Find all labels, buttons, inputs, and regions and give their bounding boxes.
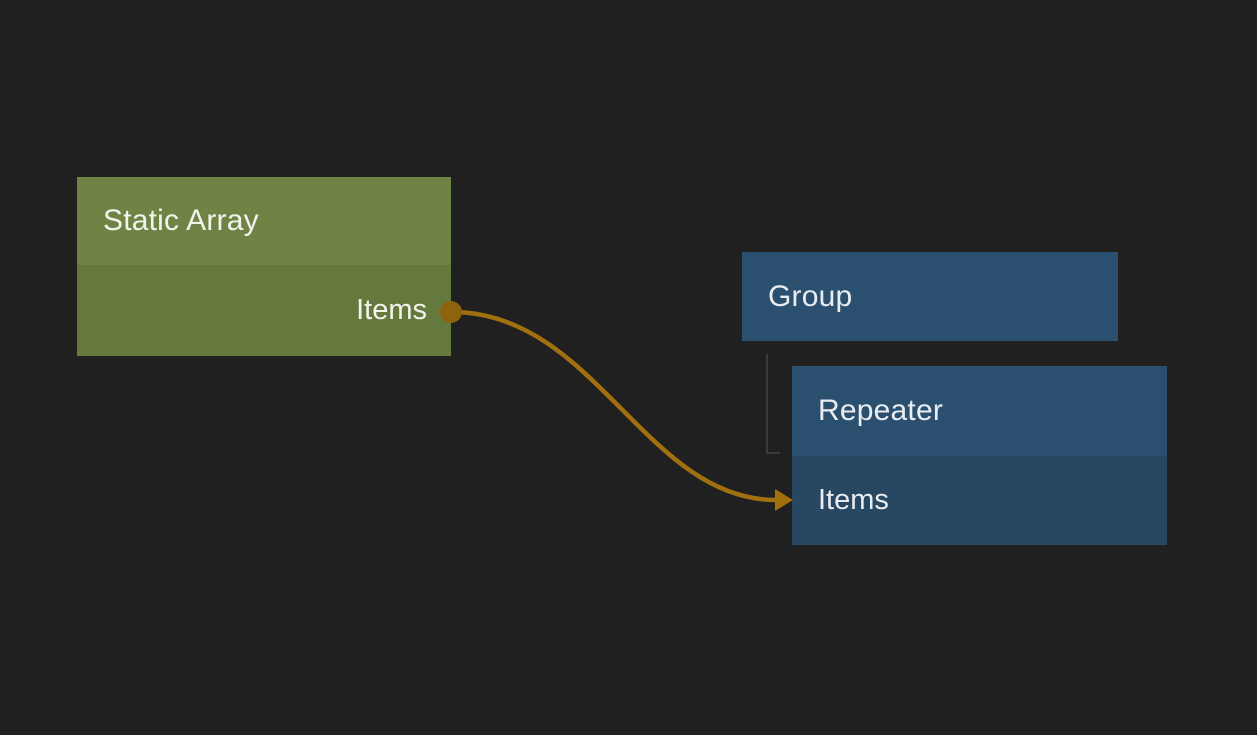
node-title: Repeater [818, 394, 944, 427]
node-static-array-header[interactable]: Static Array [77, 177, 451, 265]
output-port-label: Items [356, 294, 427, 326]
node-title: Static Array [103, 204, 259, 237]
node-group[interactable]: Group [742, 252, 1118, 341]
node-group-header[interactable]: Group [742, 252, 1118, 341]
group-child-indent-line [766, 354, 780, 454]
node-repeater-header[interactable]: Repeater [792, 366, 1167, 456]
node-repeater[interactable]: Repeater Items [792, 366, 1167, 545]
edge-items-connection[interactable] [449, 309, 779, 503]
edge-arrowhead-icon [775, 489, 793, 511]
port-row-items-output: Items [77, 265, 451, 356]
items-output-port-dot[interactable] [440, 301, 462, 323]
input-port-label: Items [818, 484, 889, 516]
node-title: Group [768, 279, 853, 313]
port-row-items-input: Items [792, 456, 1167, 545]
node-static-array[interactable]: Static Array Items [77, 177, 451, 356]
